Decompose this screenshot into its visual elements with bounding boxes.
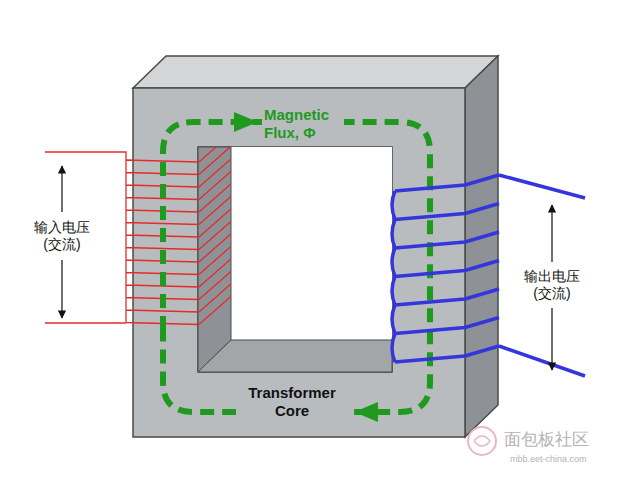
flux-label: Magnetic Flux, Φ xyxy=(262,105,344,143)
dimension-arrow xyxy=(551,308,552,370)
core-inner-floor xyxy=(198,340,392,372)
core-front-face xyxy=(133,88,465,437)
flux-path xyxy=(163,122,430,412)
dimension-arrow xyxy=(61,260,62,318)
secondary-lead xyxy=(499,175,585,376)
secondary-coil xyxy=(392,175,499,362)
primary-coil-hidden xyxy=(199,132,233,325)
dimension-arrow xyxy=(61,166,62,212)
flux-arrow xyxy=(354,402,378,422)
core-window xyxy=(198,147,392,372)
core-inner-wall xyxy=(198,147,231,372)
watermark-icon xyxy=(468,427,496,455)
core-side-face xyxy=(465,56,498,437)
flux-arrow xyxy=(234,112,258,132)
voltage-label: 输出电压 (交流) xyxy=(520,267,584,303)
core-label: Transformer Core xyxy=(236,383,348,421)
voltage-label: 输入电压 (交流) xyxy=(30,218,94,254)
dimension-arrow xyxy=(551,205,552,262)
watermark: mbb.eet-china.com xyxy=(508,453,628,466)
watermark: 面包板社区 xyxy=(502,429,632,451)
core-top-face xyxy=(133,56,498,88)
watermark-icon xyxy=(474,436,490,446)
